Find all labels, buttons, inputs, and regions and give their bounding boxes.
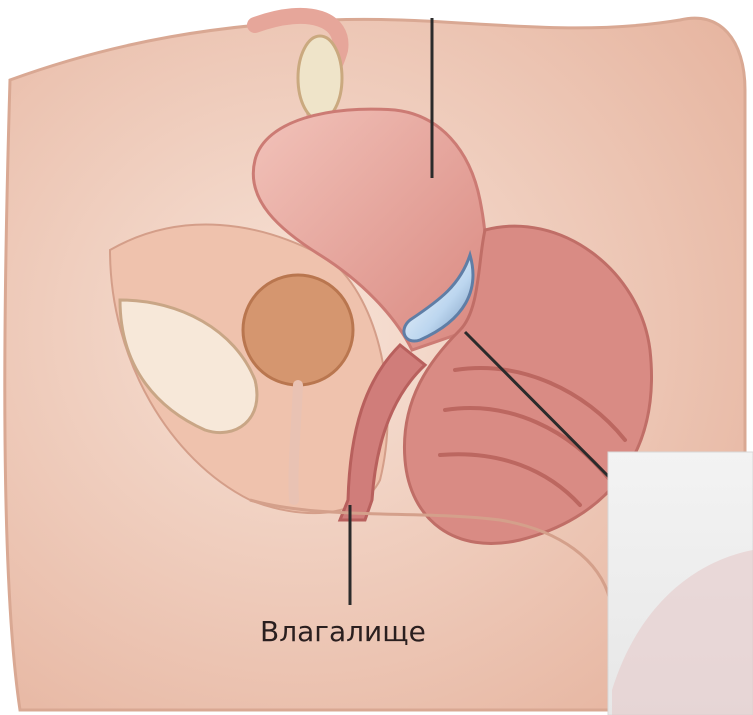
vagina-label: Влагалище bbox=[260, 618, 426, 646]
urethra-shape bbox=[293, 385, 298, 500]
ovary-shape bbox=[298, 36, 342, 120]
bladder-shape bbox=[243, 275, 353, 385]
